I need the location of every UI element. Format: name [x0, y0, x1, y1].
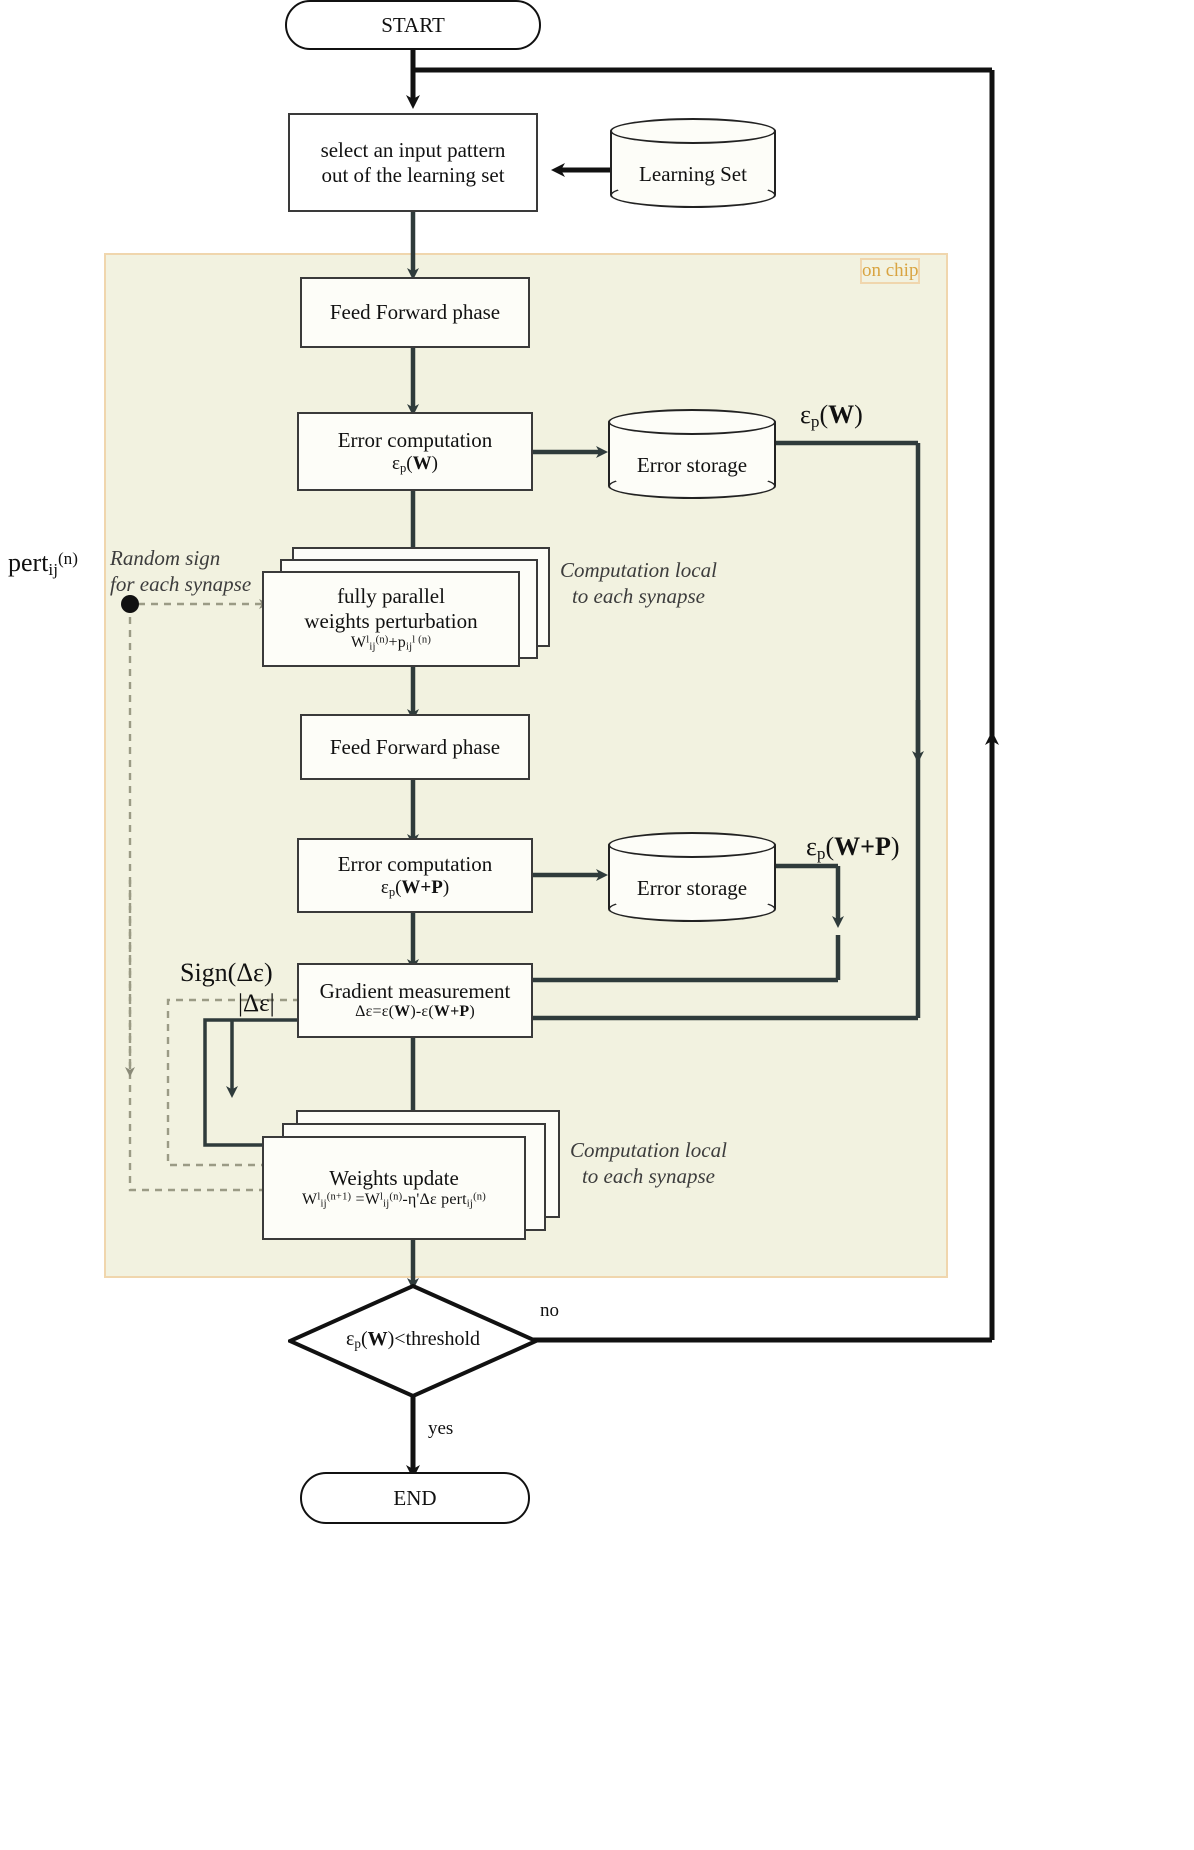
node-select-pattern[interactable]: select an input pattern out of the learn… — [288, 113, 538, 212]
store-error-storage-2[interactable]: Error storage — [608, 832, 776, 922]
decision-condition-text: εp(W)<threshold — [345, 1328, 481, 1351]
node-weights-perturbation-stack[interactable]: fully parallel weights perturbation Wlij… — [262, 547, 552, 667]
node-error-computation-1[interactable]: Error computation εp(W) — [297, 412, 533, 491]
select-pattern-line2: out of the learning set — [321, 162, 505, 187]
node-weights-perturbation[interactable]: fully parallel weights perturbation Wlij… — [262, 571, 520, 667]
error-storage-2-top — [608, 832, 776, 858]
random-sign-line2: for each synapse — [110, 571, 252, 596]
weights-update-formula: Wlij(n+1) =Wlij(n)-η'Δε pertij(n) — [302, 1190, 486, 1209]
perturbation-line1: fully parallel — [337, 584, 445, 609]
label-branch-no: no — [540, 1300, 559, 1321]
store-error-storage-1[interactable]: Error storage — [608, 409, 776, 499]
label-sign-delta-eps: Sign(Δε) — [180, 958, 273, 987]
comp-local-1-line2: to each synapse — [571, 583, 705, 608]
gradient-formula: Δε=ε(W)-ε(W+P) — [355, 1003, 475, 1021]
node-error-computation-2[interactable]: Error computation εp(W+P) — [297, 838, 533, 913]
decision-shape — [288, 1284, 538, 1398]
label-eps-w: εp(W) — [800, 400, 863, 431]
annotation-random-sign: Random sign for each synapse — [110, 546, 251, 597]
learning-set-top — [610, 118, 776, 144]
feed-forward-2-label: Feed Forward phase — [329, 734, 501, 759]
perturbation-formula: Wlij(n)+pijl (n) — [350, 633, 432, 653]
annotation-computation-local-1: Computation local to each synapse — [560, 558, 717, 609]
error-comp-1-label: Error computation — [337, 427, 493, 452]
node-feed-forward-1[interactable]: Feed Forward phase — [300, 277, 530, 348]
error-storage-1-top — [608, 409, 776, 435]
comp-local-2-line1: Computation local — [570, 1138, 727, 1162]
error-comp-2-label: Error computation — [337, 851, 493, 876]
random-sign-line1: Random sign — [110, 546, 221, 570]
start-label: START — [381, 12, 445, 37]
learning-set-label: Learning Set — [639, 162, 747, 186]
error-storage-2-label: Error storage — [636, 876, 748, 900]
on-chip-label: on chip — [860, 258, 921, 284]
annotation-computation-local-2: Computation local to each synapse — [570, 1138, 727, 1189]
terminator-end[interactable]: END — [300, 1472, 530, 1524]
gradient-label: Gradient measurement — [319, 978, 511, 1003]
comp-local-1-line1: Computation local — [560, 558, 717, 582]
error-storage-2-bottom — [608, 896, 776, 922]
decision-threshold[interactable]: εp(W)<threshold — [288, 1284, 538, 1398]
terminator-start[interactable]: START — [285, 0, 541, 50]
learning-set-bottom — [610, 182, 776, 208]
error-storage-1-bottom — [608, 473, 776, 499]
label-eps-w-plus-p: εp(W+P) — [806, 832, 900, 863]
label-pert-source: pertij(n) — [8, 548, 78, 579]
feed-forward-1-label: Feed Forward phase — [329, 300, 501, 325]
node-weights-update[interactable]: Weights update Wlij(n+1) =Wlij(n)-η'Δε p… — [262, 1136, 526, 1240]
weights-update-label: Weights update — [329, 1165, 459, 1190]
select-pattern-line1: select an input pattern — [320, 137, 506, 162]
perturbation-line2: weights perturbation — [304, 609, 478, 634]
label-branch-yes: yes — [428, 1418, 454, 1439]
error-comp-2-formula: εp(W+P) — [380, 876, 450, 899]
error-comp-1-formula: εp(W) — [392, 452, 438, 475]
error-storage-1-label: Error storage — [636, 453, 748, 477]
store-learning-set[interactable]: Learning Set — [610, 118, 776, 208]
node-weights-update-stack[interactable]: Weights update Wlij(n+1) =Wlij(n)-η'Δε p… — [262, 1110, 562, 1240]
node-feed-forward-2[interactable]: Feed Forward phase — [300, 714, 530, 780]
end-label: END — [393, 1485, 437, 1510]
comp-local-2-line2: to each synapse — [581, 1163, 715, 1188]
decision-condition: εp(W)<threshold — [288, 1328, 538, 1352]
label-abs-delta-eps: |Δε| — [238, 990, 275, 1017]
node-gradient-measurement[interactable]: Gradient measurement Δε=ε(W)-ε(W+P) — [297, 963, 533, 1038]
